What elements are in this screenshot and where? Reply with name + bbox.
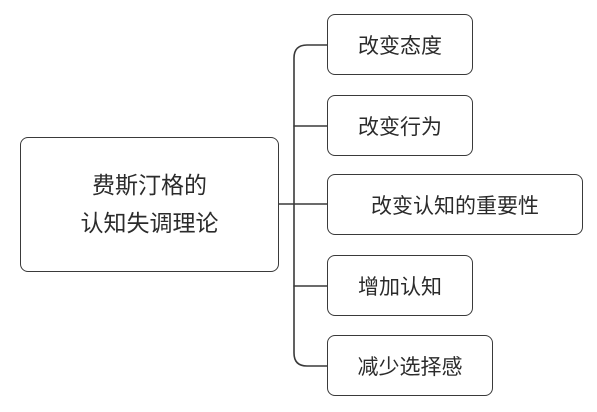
child-node-label: 增加认知	[358, 274, 442, 299]
child-node-label: 改变行为	[358, 114, 442, 139]
child-node-change-attitude: 改变态度	[327, 14, 473, 75]
branch-trunk	[293, 44, 328, 367]
child-node-add-cognition: 增加认知	[327, 255, 473, 316]
child-node-change-cognition-importance: 改变认知的重要性	[327, 174, 583, 235]
child-node-label: 减少选择感	[357, 354, 463, 379]
child-node-label: 改变认知的重要性	[371, 193, 539, 218]
child-node-change-behavior: 改变行为	[327, 95, 473, 156]
root-title-line-2: 认知失调理论	[80, 210, 219, 237]
root-node: 费斯汀格的 认知失调理论	[20, 137, 279, 272]
root-title-line-1: 费斯汀格的	[92, 172, 207, 199]
child-node-label: 改变态度	[358, 33, 442, 58]
child-node-reduce-choice: 减少选择感	[327, 335, 493, 396]
